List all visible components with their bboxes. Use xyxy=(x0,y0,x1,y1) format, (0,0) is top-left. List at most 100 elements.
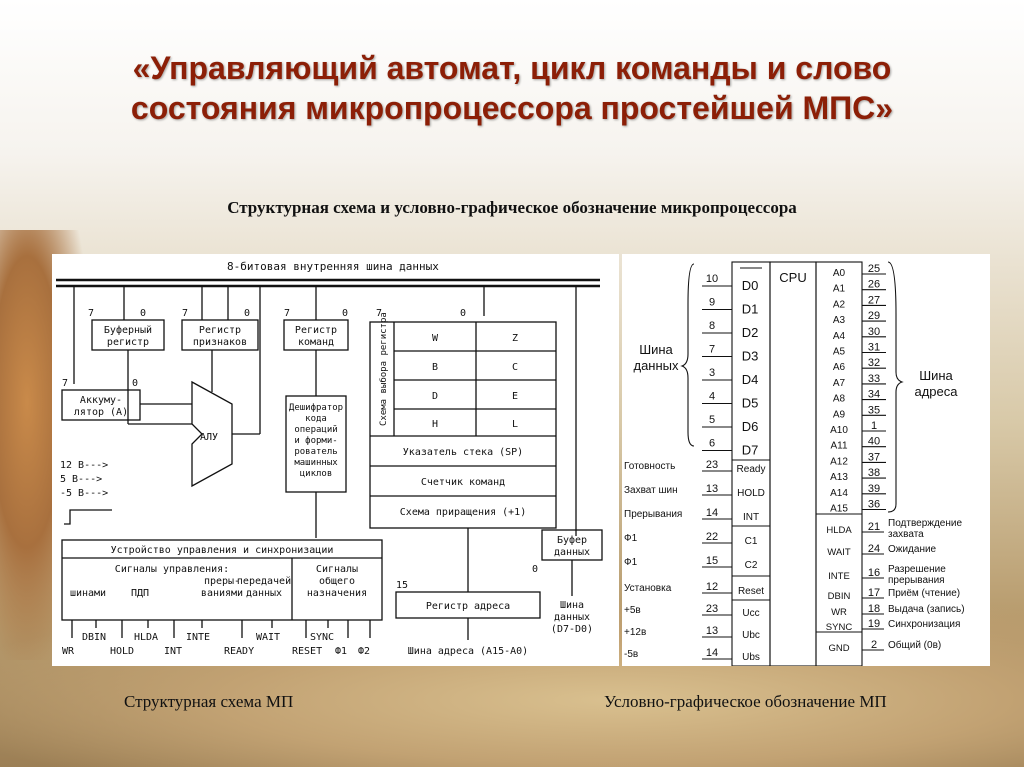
pin-name: A4 xyxy=(833,331,846,342)
signal-wr: WR xyxy=(62,646,75,657)
pin-number: 3 xyxy=(709,367,715,379)
pin-number: 15 xyxy=(706,555,718,567)
decoder-label: и форми- xyxy=(294,436,337,446)
pin-number: 13 xyxy=(706,483,718,495)
stack-pointer-label: Указатель стека (SP) xyxy=(403,447,523,458)
col-buses: шинами xyxy=(70,588,106,599)
address-register-label: Регистр адреса xyxy=(426,601,510,612)
decoder-label: кода xyxy=(305,414,327,424)
bit-label: 7 xyxy=(182,308,188,319)
address-bus-bracket xyxy=(887,261,904,513)
signal-dbin: DBIN xyxy=(82,632,106,643)
control-unit-box xyxy=(61,539,383,621)
accumulator-label: Аккуму- xyxy=(80,395,122,406)
bit-label: 7 xyxy=(376,308,382,319)
data-bus-bracket xyxy=(680,263,695,447)
register-z: Z xyxy=(512,333,518,344)
flags-register-label: признаков xyxy=(193,337,247,348)
pin-name: Reset xyxy=(738,586,764,597)
pin-name: A8 xyxy=(833,394,846,405)
power-5v: 5 B---> xyxy=(60,474,102,485)
pin-number: 37 xyxy=(868,451,880,463)
alu-shape xyxy=(191,380,233,488)
data-bus-label: Шина xyxy=(560,600,584,611)
pin-number: 25 xyxy=(868,263,880,275)
pin-label: Подтверждение xyxy=(888,518,962,529)
col-pdp: ПДП xyxy=(131,588,149,599)
pin-name: D7 xyxy=(742,443,759,458)
increment-label: Схема приращения (+1) xyxy=(400,507,526,518)
pin-name: INTE xyxy=(828,571,850,582)
pin-number: 23 xyxy=(706,459,718,471)
signal-hold: HOLD xyxy=(110,646,134,657)
register-h: H xyxy=(432,419,438,430)
decoder-label: машинных xyxy=(294,458,338,468)
pin-name: GND xyxy=(828,643,849,654)
pin-name: A14 xyxy=(830,488,848,499)
data-bus-label: данных xyxy=(633,358,679,373)
pin-name: A13 xyxy=(830,472,848,483)
pin-number: 26 xyxy=(868,279,880,291)
data-bus-label: данных xyxy=(554,612,590,623)
pin-number: 21 xyxy=(868,521,880,533)
caption-left: Структурная схема МП xyxy=(124,692,294,711)
pin-name: INT xyxy=(743,512,759,523)
pin-name: C2 xyxy=(745,560,758,571)
address-bus-label: Шина xyxy=(919,368,953,383)
pin-number: 16 xyxy=(868,567,880,579)
pin-number: 32 xyxy=(868,357,880,369)
buffer-register-label: регистр xyxy=(107,337,149,348)
pin-name: A6 xyxy=(833,362,846,373)
pin-label: Захват шин xyxy=(624,485,678,496)
pin-label: Ожидание xyxy=(888,544,937,555)
bit-label: 0 xyxy=(532,564,538,575)
accumulator-label: лятор (А) xyxy=(74,407,128,418)
pin-number: 4 xyxy=(709,391,715,403)
register-d: D xyxy=(432,391,438,402)
pin-number: 23 xyxy=(706,603,718,615)
bit-label: 7 xyxy=(88,308,94,319)
pin-label: Установка xyxy=(624,583,672,594)
register-l: L xyxy=(512,419,518,430)
command-register-label: Регистр xyxy=(295,325,337,336)
pin-label: прерывания xyxy=(888,575,945,586)
command-register-label: команд xyxy=(298,337,334,348)
pin-number: 18 xyxy=(868,603,880,615)
signal-int: INT xyxy=(164,646,182,657)
register-select-label: Схема выбора регистра xyxy=(378,312,389,426)
pin-number: 2 xyxy=(871,639,877,651)
pin-name: D3 xyxy=(742,349,759,364)
pin-number: 14 xyxy=(706,647,718,659)
pin-name: D6 xyxy=(742,419,759,434)
decoder-label: Дешифратор xyxy=(289,403,343,413)
data-bus-label: (D7-D0) xyxy=(551,624,593,635)
program-counter-label: Счетчик команд xyxy=(421,477,505,488)
caption-right: Условно-графическое обозначение МП xyxy=(604,692,887,711)
pin-number: 36 xyxy=(868,499,880,511)
pin-number: 9 xyxy=(709,297,715,309)
bit-label: 7 xyxy=(62,378,68,389)
slide-title: «Управляющий автомат, цикл команды и сло… xyxy=(130,50,894,126)
col-interrupts: преры- xyxy=(204,576,240,587)
bus-label: 8-битовая внутренняя шина данных xyxy=(227,260,439,273)
pin-number: 8 xyxy=(709,320,715,332)
pin-number: 38 xyxy=(868,467,880,479)
pin-number: 22 xyxy=(706,531,718,543)
pin-label: Готовность xyxy=(624,461,675,472)
pin-name: A12 xyxy=(830,456,848,467)
signals-common-label: Сигналы xyxy=(316,564,358,575)
pin-number: 6 xyxy=(709,438,715,450)
pin-number: 31 xyxy=(868,342,880,354)
signal-inte: INTE xyxy=(186,632,210,643)
register-b: B xyxy=(432,362,438,373)
pin-name: A3 xyxy=(833,315,846,326)
structural-diagram: 8-битовая внутренняя шина данных 7 0 7 0… xyxy=(56,260,603,657)
bit-label: 7 xyxy=(284,308,290,319)
pin-name: D4 xyxy=(742,372,759,387)
pin-name: D2 xyxy=(742,325,759,340)
col-interrupts: ваниями xyxy=(201,588,243,599)
col-transfer: данных xyxy=(246,588,282,599)
register-block-box xyxy=(369,321,557,529)
chip-cpu-column xyxy=(769,261,817,667)
